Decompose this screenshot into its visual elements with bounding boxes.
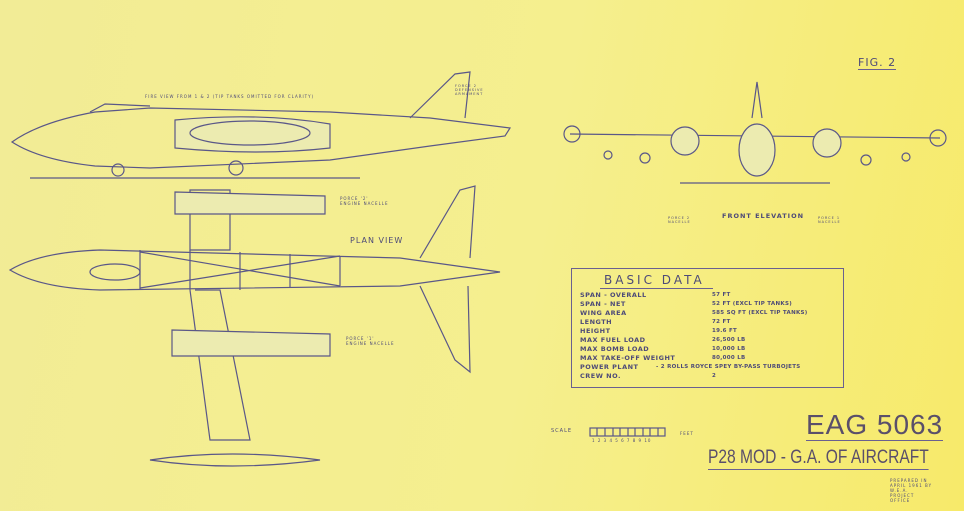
data-row-value: 80,000 LB xyxy=(712,355,746,361)
side-view-note: FIRE VIEW FROM 1 & 2 (TIP TANKS OMITTED … xyxy=(145,94,315,99)
data-row-label: LENGTH xyxy=(580,318,613,326)
front-right-note: PORCE 1 NACELLE xyxy=(818,216,841,224)
scale-bar xyxy=(589,427,666,437)
plan-view-label: PLAN VIEW xyxy=(350,236,404,245)
front-view xyxy=(563,81,947,184)
data-row-label: POWER PLANT xyxy=(580,363,639,371)
side-view xyxy=(10,71,512,179)
drawing-number: EAG 5063 xyxy=(806,409,944,441)
scale-label: SCALE xyxy=(551,428,573,434)
tail-note: FORCE 2 DEFENSIVE ARMAMENT xyxy=(455,84,484,96)
front-left-note: PORCE 2 NACELLE xyxy=(668,216,691,224)
data-row-label: HEIGHT xyxy=(580,327,611,335)
basic-data-title: BASIC DATA xyxy=(600,273,713,289)
figure-label: FIG. 2 xyxy=(858,56,897,70)
pod1-plan-note: PORCE '1' ENGINE NACELLE xyxy=(346,336,395,346)
data-row-label: WING AREA xyxy=(580,309,627,317)
data-row-value: 57 FT xyxy=(712,292,731,298)
data-row-value: 2 xyxy=(712,373,717,379)
data-row-value: - 2 ROLLS ROYCE SPEY BY-PASS TURBOJETS xyxy=(656,364,801,370)
front-elevation-label: FRONT ELEVATION xyxy=(722,212,805,220)
data-row-value: 19.6 FT xyxy=(712,328,738,334)
scale-ticks: 1 2 3 4 5 6 7 8 9 10 xyxy=(592,438,652,443)
data-row-label: SPAN - OVERALL xyxy=(580,291,647,299)
prepared-note: PREPARED IN APRIL 1961 BY W.E.A. PROJECT… xyxy=(890,478,933,503)
data-row-value: 72 FT xyxy=(712,319,731,325)
data-row-value: 585 SQ FT (EXCL TIP TANKS) xyxy=(712,310,808,316)
data-row-label: MAX TAKE-OFF WEIGHT xyxy=(580,354,676,362)
scale-unit: FEET xyxy=(680,431,694,436)
data-row-label: CREW NO. xyxy=(580,372,621,380)
data-row-value: 10,000 LB xyxy=(712,346,746,352)
data-row-value: 52 FT (EXCL TIP TANKS) xyxy=(712,301,793,307)
basic-data-table: BASIC DATA SPAN - OVERALL 57 FT SPAN - NET… xyxy=(571,268,844,388)
pod2-plan-note: PORCE '2' ENGINE NACELLE xyxy=(340,196,389,206)
drawing-title: P28 MOD - G.A. OF AIRCRAFT xyxy=(708,447,929,470)
data-row-label: MAX FUEL LOAD xyxy=(580,336,646,344)
plan-view xyxy=(8,185,501,467)
data-row-label: SPAN - NET xyxy=(580,300,626,308)
data-row-label: MAX BOMB LOAD xyxy=(580,345,650,353)
data-row-value: 26,500 LB xyxy=(712,337,746,343)
